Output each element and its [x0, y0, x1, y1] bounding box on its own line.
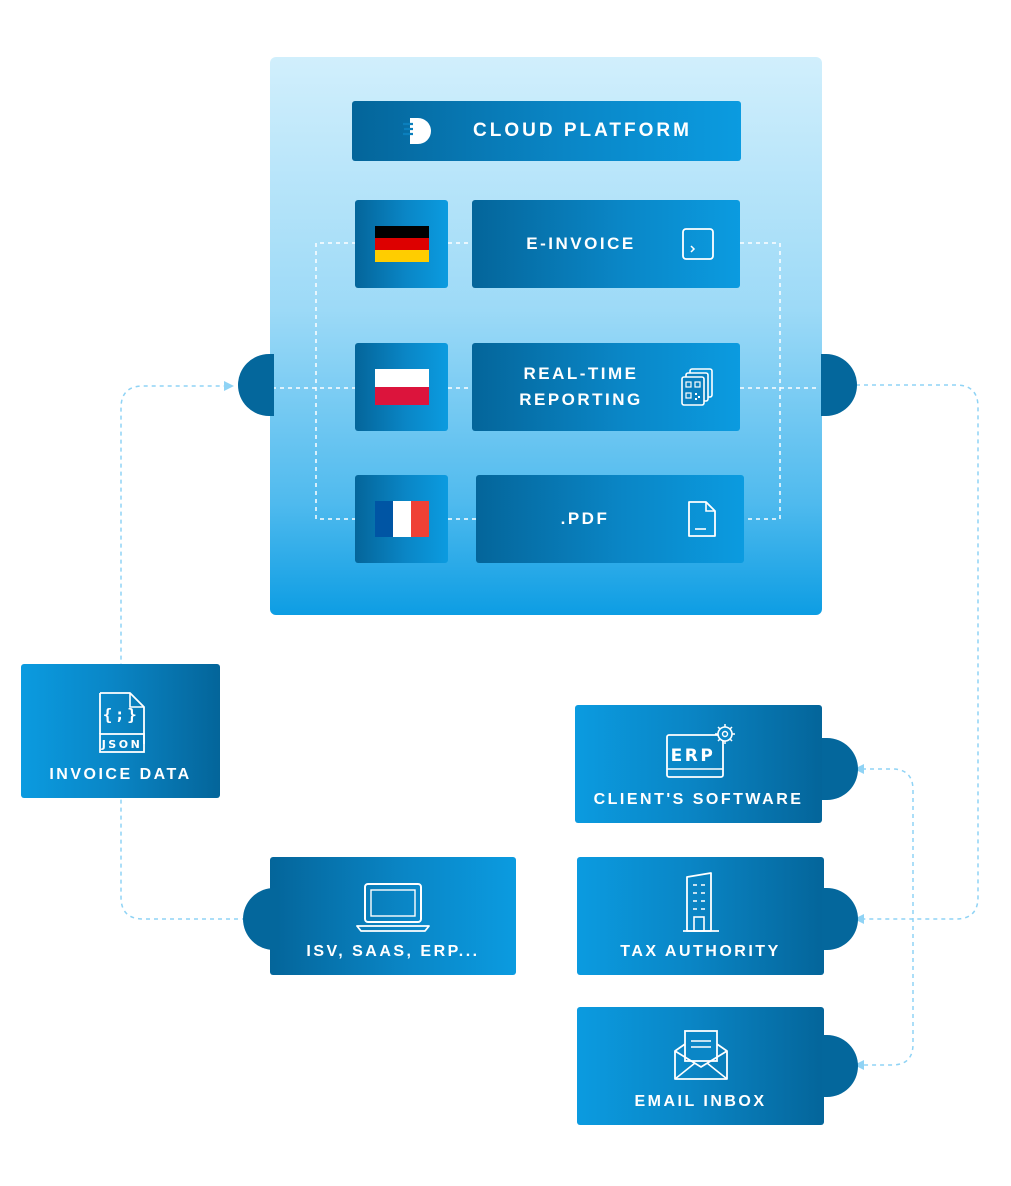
- client-software-node: [822, 738, 858, 800]
- cloud-platform-title: CLOUD PLATFORM: [473, 120, 692, 141]
- poland-flag-box: [355, 343, 448, 431]
- invoice-data-card: {;} JSON INVOICE DATA: [21, 664, 220, 798]
- france-flag-box: [355, 475, 448, 563]
- building-icon: [681, 871, 721, 933]
- envelope-icon: [671, 1029, 731, 1083]
- email-inbox-label: EMAIL INBOX: [634, 1093, 767, 1110]
- document-icon: [682, 499, 722, 539]
- client-software-label: CLIENT'S SOFTWARE: [593, 791, 804, 808]
- germany-flag-box: [355, 200, 448, 288]
- pdf-service: .PDF: [476, 475, 744, 563]
- isv-label: ISV, SAAS, ERP...: [306, 943, 480, 960]
- germany-flag: [374, 226, 429, 262]
- tax-authority-card: TAX AUTHORITY: [577, 857, 824, 975]
- isv-card: ISV, SAAS, ERP...: [270, 857, 516, 975]
- terminal-icon: [678, 224, 718, 264]
- isv-node: [243, 888, 279, 950]
- poland-flag: [374, 369, 429, 405]
- cloud-platform-header: CLOUD PLATFORM: [352, 101, 741, 161]
- tax-authority-label: TAX AUTHORITY: [620, 943, 781, 960]
- cloud-logo-icon: [401, 116, 433, 146]
- laptop-icon: [355, 881, 431, 933]
- platform-output-node: [821, 354, 857, 416]
- email-inbox-node: [822, 1035, 858, 1097]
- client-software-card: ERP CLIENT'S SOFTWARE: [575, 705, 822, 823]
- e-invoice-label: E-INVOICE: [526, 234, 636, 253]
- erp-gear-icon: ERP: [661, 723, 737, 781]
- france-flag: [374, 501, 429, 537]
- email-inbox-card: EMAIL INBOX: [577, 1007, 824, 1125]
- svg-text:{;}: {;}: [102, 705, 138, 724]
- real-time-reporting-label: REAL-TIME REPORTING: [519, 364, 643, 409]
- tax-authority-node: [822, 888, 858, 950]
- e-invoice-service: E-INVOICE: [472, 200, 740, 288]
- json-file-icon: {;} JSON: [94, 690, 148, 756]
- platform-input-node: [238, 354, 274, 416]
- svg-text:JSON: JSON: [100, 738, 142, 751]
- pdf-label: .PDF: [560, 509, 610, 528]
- arrow-icon: [224, 381, 234, 391]
- svg-text:ERP: ERP: [670, 746, 715, 766]
- real-time-reporting-service: REAL-TIME REPORTING: [472, 343, 740, 431]
- qr-documents-icon: [678, 367, 718, 407]
- invoice-data-label: INVOICE DATA: [49, 766, 192, 783]
